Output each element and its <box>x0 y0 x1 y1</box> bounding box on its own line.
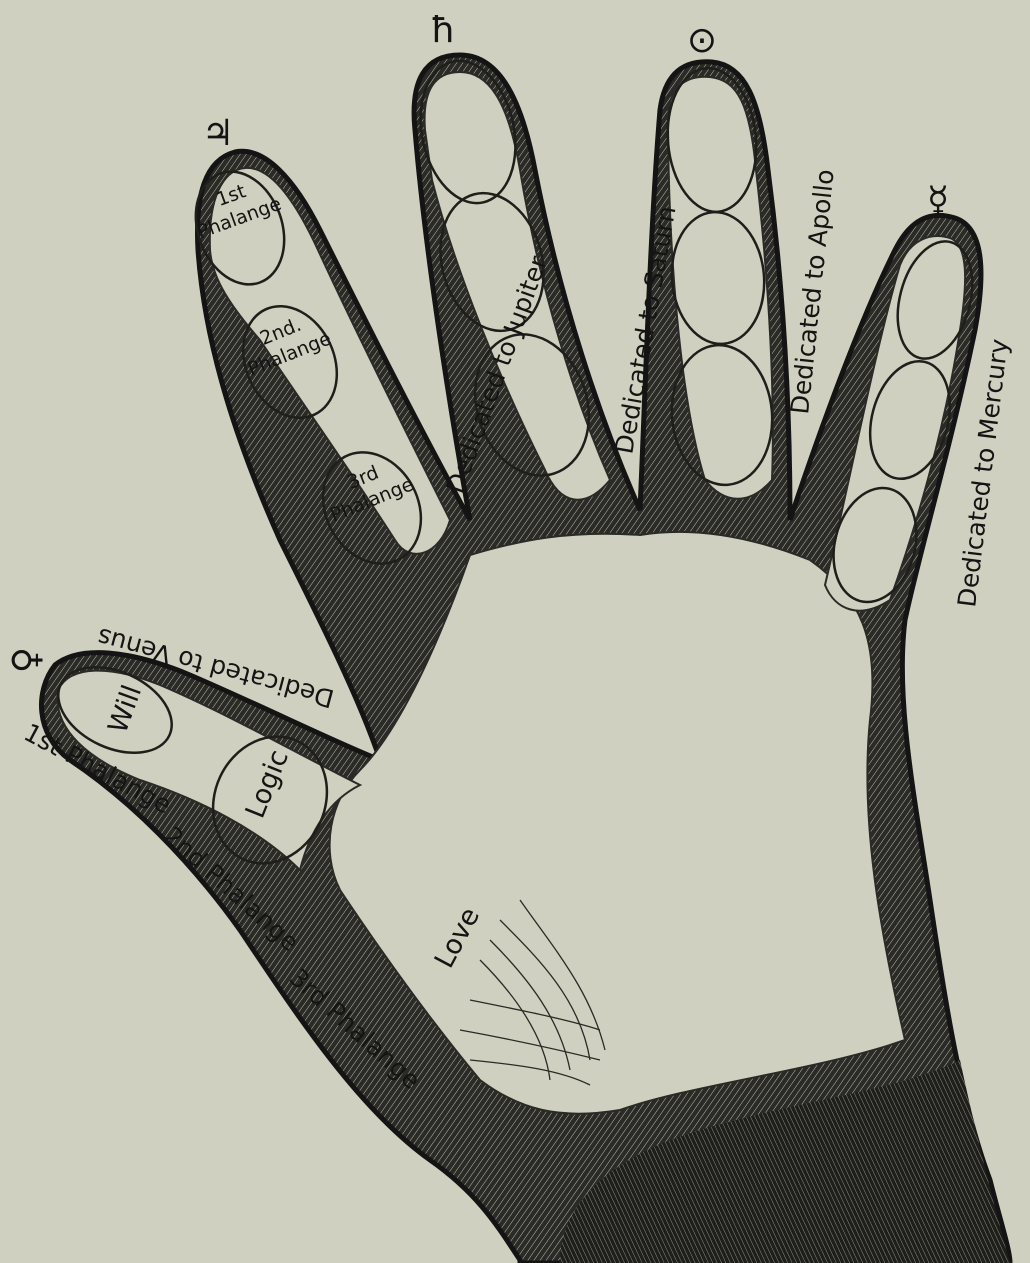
mercury-symbol: ☿ <box>927 180 949 221</box>
venus-symbol: ♀ <box>6 647 47 673</box>
apollo-dedication: Dedicated to Apollo <box>785 168 840 416</box>
sun-symbol: ⊙ <box>687 20 717 61</box>
saturn-symbol: ħ <box>430 10 455 51</box>
jupiter-symbol: ♃ <box>202 113 234 154</box>
